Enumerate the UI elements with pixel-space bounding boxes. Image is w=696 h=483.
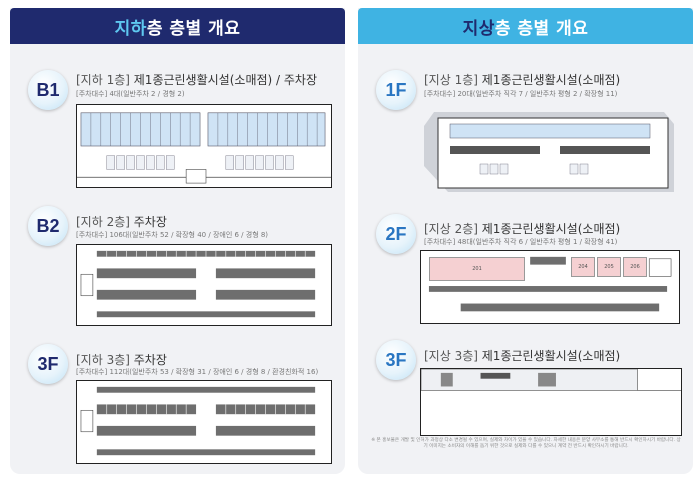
floor-badge-3f: 3F [376, 340, 416, 380]
floor-title-text: 제1종근린생활시설(소매점) [481, 349, 621, 363]
floor-title-3f: [지상 3층] 제1종근린생활시설(소매점) [424, 347, 620, 364]
unit-205: 205 [597, 257, 621, 277]
floor-title-bracket: [지하 2층] [76, 215, 130, 229]
above-ground-header-prefix: 지상 [462, 18, 495, 39]
unit-206: 206 [623, 257, 647, 277]
floor-badge-b3: 3F [28, 344, 68, 384]
floor-title-2f: [지상 2층] 제1종근린생활시설(소매점) [424, 220, 620, 237]
floor-title-bracket: [지하 1층] [76, 73, 130, 87]
floor-plan-b1-drawing [77, 112, 331, 184]
floor-badge-2f: 2F [376, 214, 416, 254]
floor-title-text: 제1종근린생활시설(소매점) [481, 222, 621, 236]
floor-badge-b2: B2 [28, 206, 68, 246]
floor-title-bracket: [지상 3층] [424, 349, 478, 363]
floor-title-text: 제1종근린생활시설(소매점) [481, 73, 621, 87]
floor-plan-2f-drawing [428, 256, 672, 312]
floor-badge-1f: 1F [376, 70, 416, 110]
parking-count-b1: [주차대수] 4대(일반주차 2 / 경형 2) [76, 90, 185, 98]
floor-title-text: 제1종근린생활시설(소매점) / 주차장 [133, 73, 317, 87]
floor-badge-b1: B1 [28, 70, 68, 110]
floor-title-text: 주차장 [133, 215, 167, 229]
floor-title-bracket: [지상 2층] [424, 222, 478, 236]
floor-title-b2: [지하 2층] 주차장 [76, 213, 167, 230]
floor-plan-3f-drawing [421, 369, 681, 391]
floor-plan-1f-drawing [424, 112, 674, 192]
floor-plan-b2-drawing [80, 250, 316, 318]
basement-header-prefix: 지하 [114, 18, 147, 39]
floor-title-text: 주차장 [133, 353, 167, 367]
unit-204: 204 [571, 257, 595, 277]
floor-title-1f: [지상 1층] 제1종근린생활시설(소매점) [424, 71, 620, 88]
floor-plan-b3-drawing [80, 386, 316, 456]
floor-title-bracket: [지상 1층] [424, 73, 478, 87]
floor-title-bracket: [지하 3층] [76, 353, 130, 367]
parking-count-b2: [주차대수] 106대(일반주차 52 / 확장형 40 / 장애인 6 / 경… [76, 231, 269, 239]
parking-count-1f: [주차대수] 20대(일반주차 직각 7 / 일반주차 평형 2 / 확장형 1… [424, 90, 618, 98]
floor-title-b3: [지하 3층] 주차장 [76, 351, 167, 368]
floor-plan-1f [420, 106, 678, 194]
floor-plan-2f: 201 204 205 206 [420, 250, 680, 324]
floor-title-b1: [지하 1층] 제1종근린생활시설(소매점) / 주차장 [76, 71, 317, 88]
unit-201: 201 [429, 257, 525, 281]
floor-plan-b1 [76, 104, 332, 188]
basement-header-suffix: 층 층별 개요 [146, 18, 241, 39]
floor-plan-3f: 305 306 [420, 368, 682, 436]
floor-plan-b3 [76, 380, 332, 464]
above-ground-header-suffix: 층 층별 개요 [494, 18, 589, 39]
disclaimer-footnote: ※ 본 홍보물은 개발 및 인허가 과정상 다소 변경될 수 있으며, 실제와 … [371, 438, 681, 449]
parking-count-2f: [주차대수] 48대(일반주차 직각 6 / 일반주차 평형 1 / 확장형 4… [424, 238, 618, 246]
parking-count-b3: [주차대수] 112대(일반주차 53 / 확장형 31 / 장애인 6 / 경… [76, 368, 319, 376]
floor-plan-b2 [76, 244, 332, 326]
